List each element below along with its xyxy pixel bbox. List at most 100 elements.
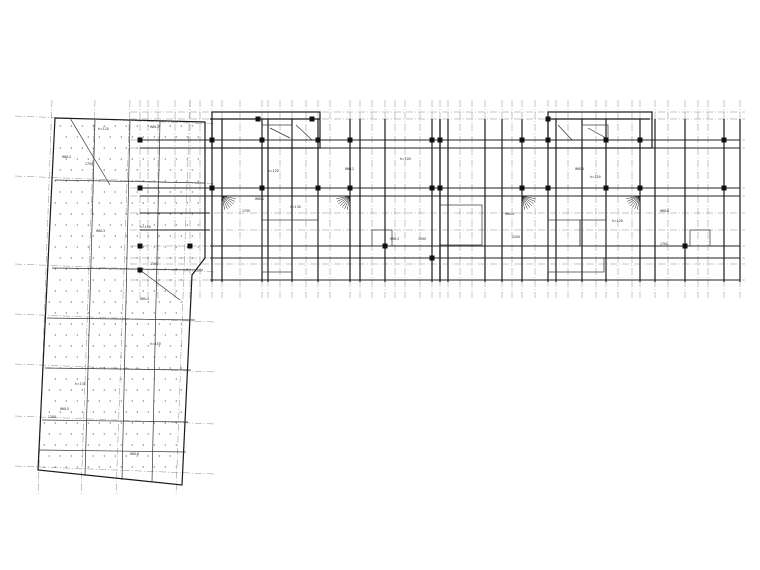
hatch-dot (70, 169, 72, 171)
grid-line-horizontal (14, 175, 216, 185)
hatch-dot (125, 433, 127, 435)
room-outline (579, 219, 607, 247)
hatch-dot (142, 202, 144, 204)
hatch-dot (87, 202, 89, 204)
hatch-dot (76, 202, 78, 204)
hatch-dot (59, 389, 61, 391)
hatch-dot (103, 411, 105, 413)
hatch-dot (76, 246, 78, 248)
hatch-dot (169, 433, 171, 435)
hatch-dot (114, 411, 116, 413)
hatch-dot (180, 367, 182, 369)
hatch-dot (131, 312, 133, 314)
hatch-dot (81, 191, 83, 193)
structural-column (137, 267, 143, 273)
grid-line-horizontal (14, 415, 216, 425)
grid-line-vertical (80, 99, 96, 496)
hatch-dot (70, 323, 72, 325)
hatch-dot (136, 323, 138, 325)
annotation-tag: WKL4 (505, 212, 514, 216)
hatch-dot (175, 466, 177, 468)
annotation-tag: 1200 (512, 235, 520, 239)
hatch-dot (175, 290, 177, 292)
hatch-dot (153, 312, 155, 314)
stair-fan-symbol (338, 195, 351, 204)
hatch-dot (59, 191, 61, 193)
hatch-dot (65, 268, 67, 270)
stair-fan-symbol (336, 195, 351, 199)
hatch-dot (136, 125, 138, 127)
hatch-dot (92, 257, 94, 259)
hatch-dot (153, 246, 155, 248)
room-diagonal (587, 127, 607, 139)
hatch-dot (136, 455, 138, 457)
structural-column (137, 243, 143, 249)
hatch-dot (103, 367, 105, 369)
hatch-dot (54, 356, 56, 358)
hatch-dot (164, 422, 166, 424)
hatch-dot (92, 125, 94, 127)
room-outline (689, 229, 711, 247)
hatch-dot (81, 279, 83, 281)
hatch-dot (169, 213, 171, 215)
hatch-dot (158, 455, 160, 457)
hatch-dot (131, 202, 133, 204)
hatch-dot (147, 345, 149, 347)
stair-fan-symbol (339, 195, 351, 207)
stair-fan-symbol (221, 195, 225, 210)
hatch-dot (48, 389, 50, 391)
hatch-dot (147, 191, 149, 193)
left-wing-beam (46, 317, 196, 321)
hatch-dot (76, 378, 78, 380)
stair-fan-symbol (626, 195, 641, 202)
hatch-dot (87, 158, 89, 160)
stair-fan-symbol (521, 195, 536, 199)
annotation-tag: h=120 (612, 219, 623, 223)
hatch-dot (48, 345, 50, 347)
hatch-dot (114, 433, 116, 435)
hatch-dot (147, 213, 149, 215)
hatch-dot (43, 444, 45, 446)
hatch-dot (164, 466, 166, 468)
hatch-dot (114, 191, 116, 193)
hatch-dot (70, 301, 72, 303)
hatch-dot (114, 345, 116, 347)
hatch-dot (114, 213, 116, 215)
stair-fan-symbol (521, 195, 528, 210)
hatch-dot (158, 279, 160, 281)
structural-column (721, 137, 727, 143)
left-wing-beam (151, 121, 161, 483)
hatch-dot (197, 246, 199, 248)
hatch-dot (87, 136, 89, 138)
structural-column (255, 116, 261, 122)
hatch-dot (158, 433, 160, 435)
hatch-dot (98, 136, 100, 138)
hatch-dot (54, 224, 56, 226)
hatch-dot (114, 125, 116, 127)
hatch-dot (92, 433, 94, 435)
hatch-dot (54, 444, 56, 446)
structural-column (721, 185, 727, 191)
hatch-dot (87, 334, 89, 336)
hatch-dot (147, 257, 149, 259)
hatch-dot (54, 422, 56, 424)
hatch-dot (136, 367, 138, 369)
hatch-dot (81, 389, 83, 391)
hatch-dot (125, 323, 127, 325)
room-outline (261, 219, 293, 247)
hatch-dot (92, 389, 94, 391)
stair-fan-symbol (521, 195, 534, 204)
left-wing-beam (54, 179, 206, 184)
hatch-dot (164, 202, 166, 204)
annotation-tag: WKL2 (345, 167, 354, 171)
hatch-dot (158, 367, 160, 369)
structural-column (429, 255, 435, 261)
hatch-dot (169, 235, 171, 237)
structural-column (603, 185, 609, 191)
hatch-dot (153, 422, 155, 424)
hatch-dot (120, 290, 122, 292)
hatch-dot (191, 235, 193, 237)
structural-column (309, 116, 315, 122)
hatch-dot (76, 334, 78, 336)
hatch-dot (131, 158, 133, 160)
